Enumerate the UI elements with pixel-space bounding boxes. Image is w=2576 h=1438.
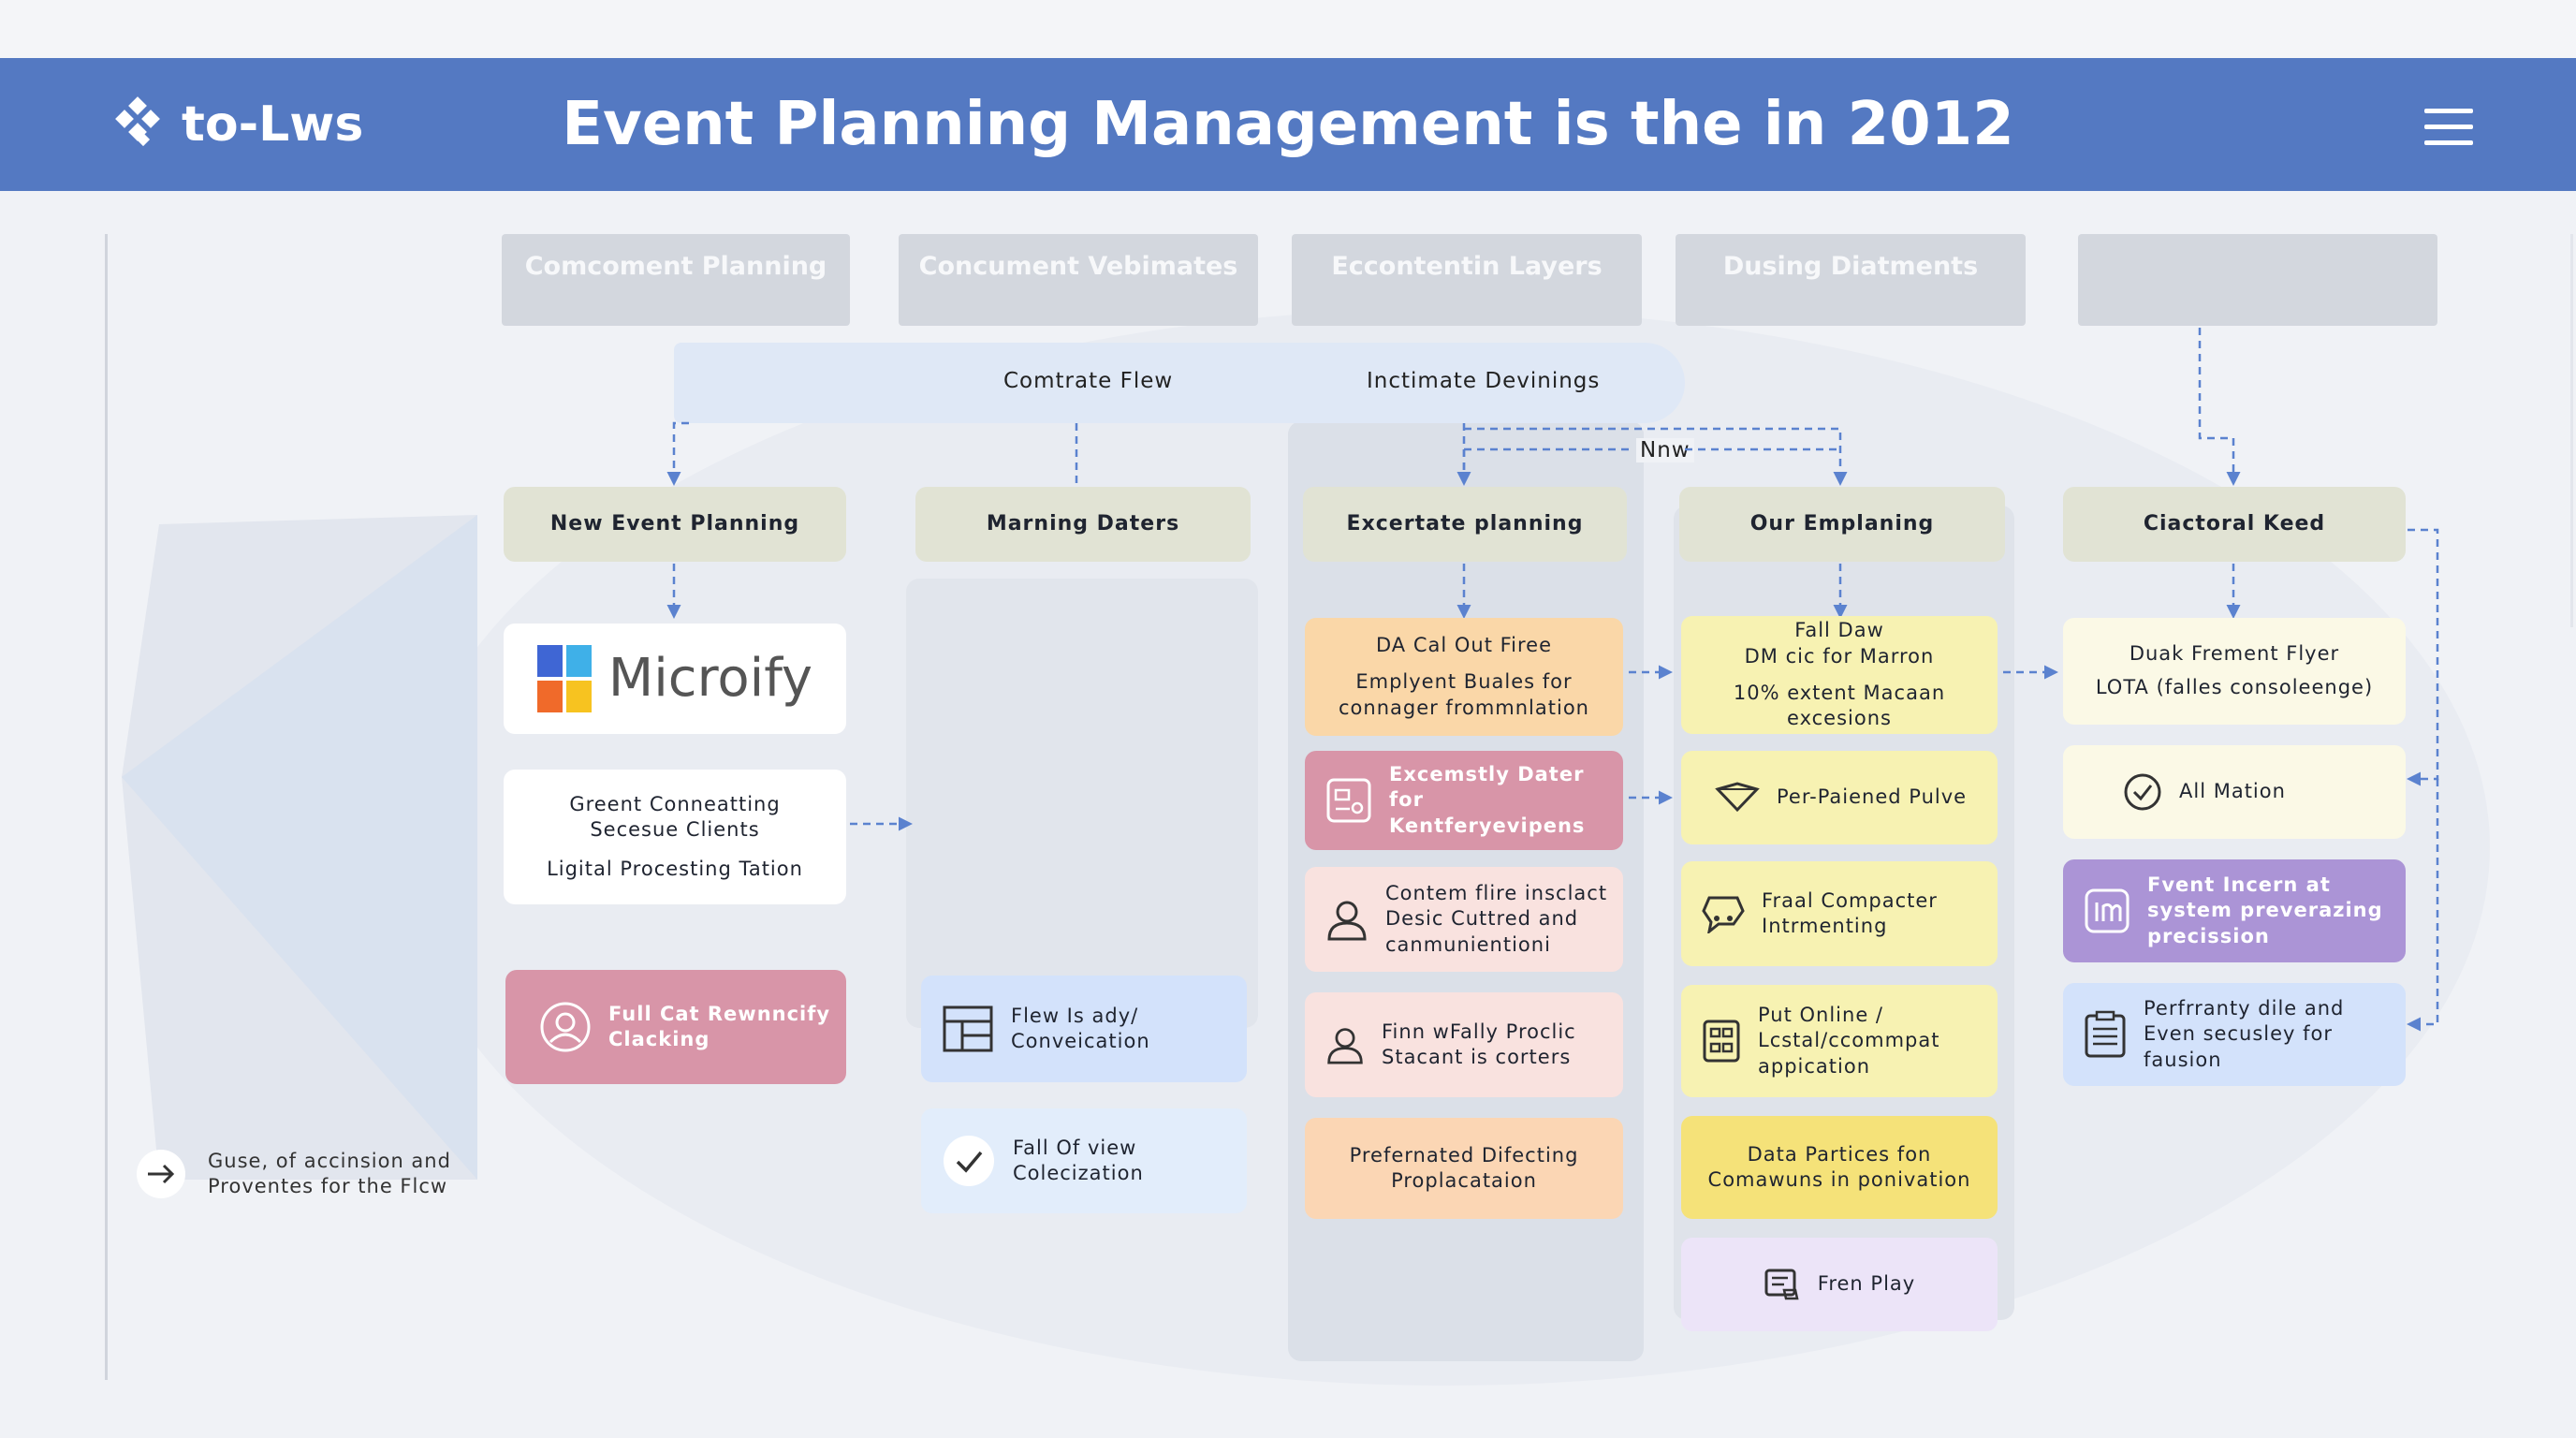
column-3-header[interactable]: Excertate planning xyxy=(1303,487,1627,562)
chat-bubble-icon xyxy=(1702,896,1745,933)
phase-1: Comcoment Planning xyxy=(502,234,850,326)
menu-icon[interactable] xyxy=(2424,109,2473,146)
all-mation-card[interactable]: All Mation xyxy=(2063,745,2406,839)
flow-ready-card[interactable]: Flew Is ady/ Conveication xyxy=(921,976,1247,1082)
presentation-icon xyxy=(1326,778,1371,823)
compacter-card[interactable]: Fraal Compacter Intrmenting xyxy=(1681,861,1998,966)
client-card[interactable]: Greent Conneatting Secesue Clients Ligit… xyxy=(504,770,846,904)
fall-daw-card[interactable]: Fall Daw DM cic for Marron 10% extent Ma… xyxy=(1681,616,1998,734)
phase-5 xyxy=(2078,234,2437,326)
column-4-header[interactable]: Our Emplaning xyxy=(1679,487,2005,562)
app-logo[interactable]: to-Lws xyxy=(110,95,363,154)
cal-out-body: Emplyent Buales for connager frommnlatio… xyxy=(1338,670,1589,719)
person-icon xyxy=(1327,1028,1363,1064)
pulve-card-label: Per-Paiened Pulve xyxy=(1777,785,1968,809)
phase-3: Eccontentin Layers xyxy=(1292,234,1642,326)
calculator-icon xyxy=(1703,1020,1740,1063)
flyer-card[interactable]: Duak Frement Flyer LOTA (falles consolee… xyxy=(2063,618,2406,725)
left-divider xyxy=(105,234,108,1380)
phase-2: Concument Vebimates xyxy=(899,234,1258,326)
page-title: Event Planning Management is the in 2012 xyxy=(562,90,2014,159)
cal-out-card[interactable]: DA Cal Out Firee Emplyent Buales for con… xyxy=(1305,618,1623,736)
view-card[interactable]: Fall Of view Colecization xyxy=(921,1108,1247,1213)
compacter-card-label: Fraal Compacter Intrmenting xyxy=(1762,888,1938,937)
dater-card-label: Excemstly Dater for Kentferyevipens xyxy=(1389,763,1586,837)
flow-label-now: Nnw xyxy=(1636,438,1694,462)
difecting-card[interactable]: Prefernated Difecting Proplacataion xyxy=(1305,1118,1623,1219)
online-card-label: Put Online / Lcstal/ccommpat appication xyxy=(1758,1004,1940,1078)
fren-play-label: Fren Play xyxy=(1817,1272,1916,1296)
column-2-header[interactable]: Marning Daters xyxy=(915,487,1251,562)
difecting-card-label: Prefernated Difecting Proplacataion xyxy=(1349,1143,1579,1192)
dater-card[interactable]: Excemstly Dater for Kentferyevipens xyxy=(1305,751,1623,850)
data-partices-label: Data Partices fon Comawuns in ponivation xyxy=(1707,1142,1971,1191)
document-list-icon xyxy=(1764,1269,1799,1300)
flyer-card-label: Duak Frement Flyer LOTA (falles consolee… xyxy=(2095,642,2374,698)
microify-logo-card[interactable]: Microify xyxy=(504,624,846,734)
right-divider xyxy=(2570,234,2573,627)
perfrranty-card[interactable]: Perfrranty dile and Even secusley for fa… xyxy=(2063,983,2406,1086)
check-circle-icon xyxy=(944,1136,994,1186)
microsoft-logo-icon xyxy=(536,645,592,712)
logo-icon xyxy=(115,96,160,147)
pulve-card[interactable]: Per-Paiened Pulve xyxy=(1681,751,1998,844)
app-header: to-Lws Event Planning Management is the … xyxy=(0,58,2576,191)
phase-4: Dusing Diatments xyxy=(1676,234,2026,326)
column-5-header[interactable]: Ciactoral Keed xyxy=(2063,487,2406,562)
fall-daw-title: Fall Daw DM cic for Marron xyxy=(1744,619,1935,668)
all-mation-label: All Mation xyxy=(2179,780,2286,803)
funnel-shape xyxy=(122,515,477,1180)
online-card[interactable]: Put Online / Lcstal/ccommpat appication xyxy=(1681,985,1998,1097)
proclic-card-label: Finn wFally Proclic Stacant is corters xyxy=(1382,1020,1576,1068)
flow-label-left: Comtrate Flew xyxy=(1003,369,1174,393)
person-icon xyxy=(1327,901,1367,941)
fall-daw-body: 10% extent Macaan excesions xyxy=(1733,682,1946,730)
flow-label-right: Inctimate Devinings xyxy=(1367,369,1601,393)
flow-note-text: Guse, of accinsion and Proventes for the… xyxy=(208,1149,451,1197)
column-2-panel xyxy=(906,579,1258,1028)
image-badge-icon xyxy=(2085,888,2130,933)
fren-play-card[interactable]: Fren Play xyxy=(1681,1238,1998,1331)
cal-out-title: DA Cal Out Firee xyxy=(1375,634,1553,657)
perfrranty-label: Perfrranty dile and Even secusley for fa… xyxy=(2144,997,2345,1071)
flow-ready-label: Flew Is ady/ Conveication xyxy=(1011,1004,1150,1052)
client-card-title: Greent Conneatting Secesue Clients xyxy=(569,793,781,842)
person-circle-icon xyxy=(540,1002,591,1052)
arrow-right-icon[interactable] xyxy=(135,1148,187,1200)
client-card-subtitle: Ligital Procesting Tation xyxy=(547,857,803,880)
table-grid-icon xyxy=(943,1005,993,1052)
contem-card-label: Contem flire insclact Desic Cuttred and … xyxy=(1385,882,1608,956)
proclic-card[interactable]: Finn wFally Proclic Stacant is corters xyxy=(1305,992,1623,1097)
contem-card[interactable]: Contem flire insclact Desic Cuttred and … xyxy=(1305,867,1623,972)
tracking-card-label: Full Cat Rewnncify Clacking xyxy=(608,1002,831,1050)
checklist-icon xyxy=(2085,1010,2126,1058)
tracking-card[interactable]: Full Cat Rewnncify Clacking xyxy=(505,970,846,1084)
chat-bubble-icon xyxy=(1715,782,1760,813)
column-1-header[interactable]: New Event Planning xyxy=(504,487,846,562)
flow-note: Guse, of accinsion and Proventes for the… xyxy=(135,1148,451,1200)
check-circle-icon xyxy=(2124,773,2161,811)
event-incern-card[interactable]: Fvent Incern at system preverazing preci… xyxy=(2063,859,2406,962)
logo-text: to-Lws xyxy=(182,96,364,153)
event-incern-label: Fvent Incern at system preverazing preci… xyxy=(2147,873,2383,947)
top-band xyxy=(0,0,2576,58)
microify-text: Microify xyxy=(607,647,813,709)
flow-band xyxy=(674,343,1685,423)
data-partices-card[interactable]: Data Partices fon Comawuns in ponivation xyxy=(1681,1116,1998,1219)
view-card-label: Fall Of view Colecization xyxy=(1013,1136,1144,1184)
